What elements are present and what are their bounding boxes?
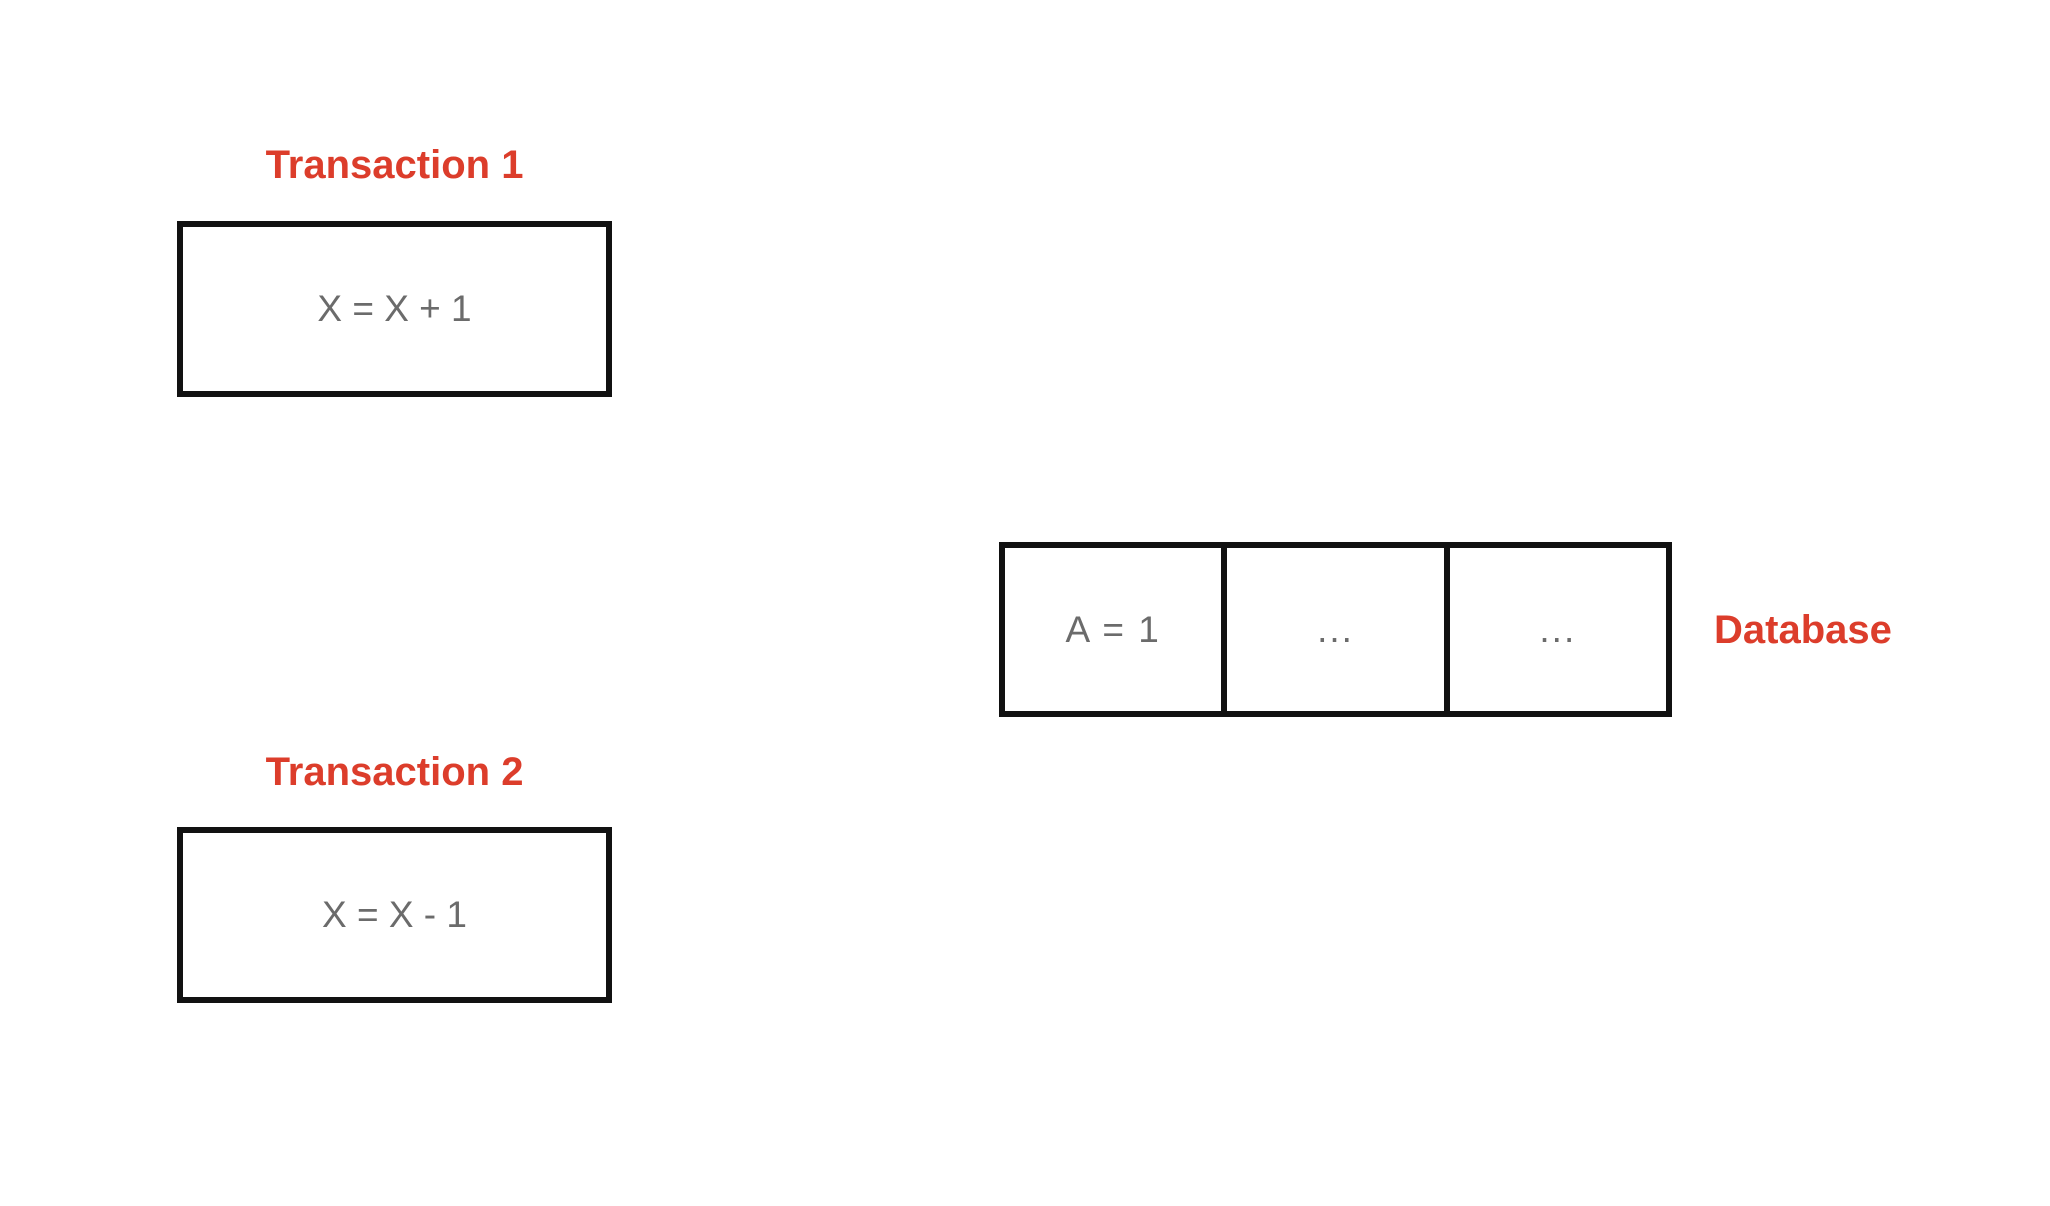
database-cell-3: ... [1443, 548, 1666, 711]
database-cell-2: ... [1221, 548, 1443, 711]
transaction1-label: Transaction 1 [265, 143, 524, 187]
transaction2-operation: X = X - 1 [322, 894, 467, 935]
database-cell-2-value: ... [1317, 608, 1354, 650]
database-cell-3-value: ... [1539, 608, 1577, 650]
transaction2-label: Transaction 2 [265, 750, 524, 794]
database-cell-1: A = 1 [1005, 548, 1221, 711]
database-row: A = 1 ... ... [999, 542, 1672, 717]
transaction1-operation: X = X + 1 [317, 288, 472, 329]
transaction2-box: X = X - 1 [177, 827, 612, 1003]
transaction1-box: X = X + 1 [177, 221, 612, 397]
database-cell-1-value: A = 1 [1065, 608, 1161, 650]
database-label: Database [1714, 608, 1892, 652]
